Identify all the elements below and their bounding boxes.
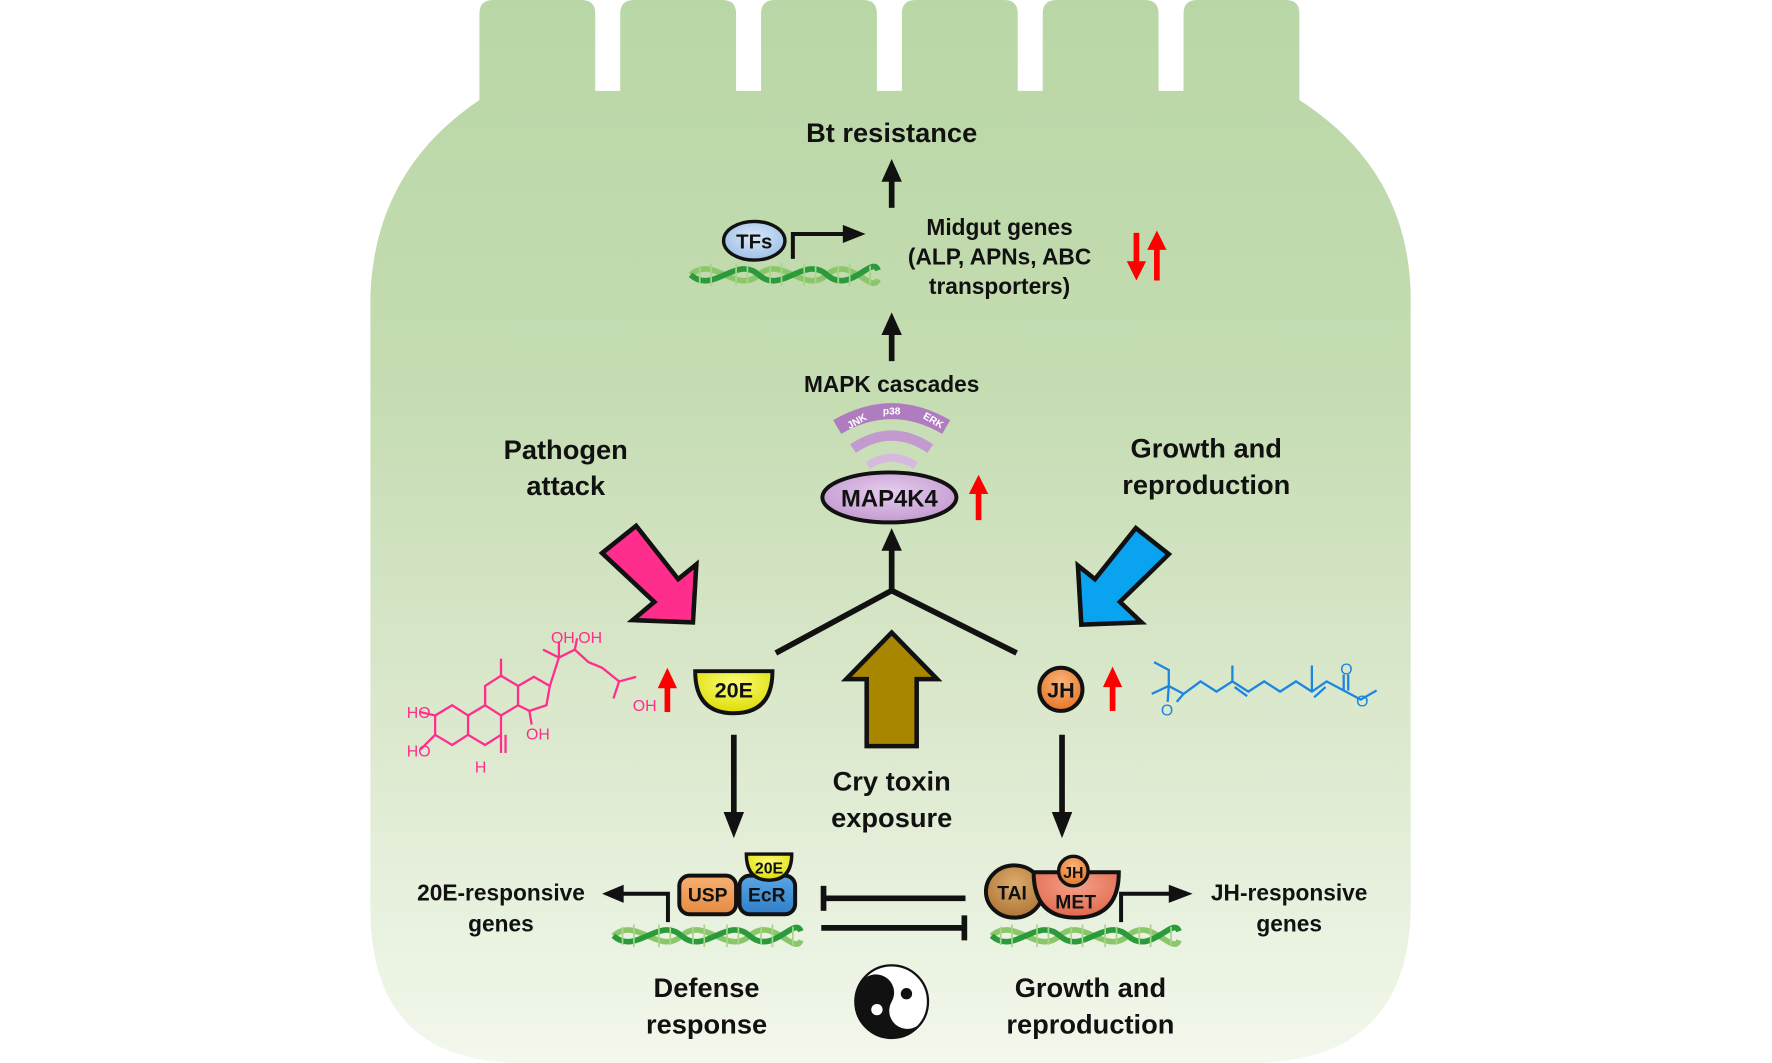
svg-text:O: O [1161, 702, 1173, 719]
transcription-arrow [790, 231, 847, 259]
svg-text:reproduction: reproduction [1006, 1008, 1174, 1039]
tfs-label: TFs [736, 231, 772, 254]
mapk-cascades-label: MAPK cascades [804, 371, 979, 397]
met-shape [1031, 870, 1121, 920]
growth-reproduction-top-label: Growth and reproduction [1122, 433, 1290, 500]
jh-responsive-genes-label: JH-responsive genes [1211, 880, 1367, 937]
tai-label: TAI [997, 883, 1027, 904]
jh-structure-labels: O O O [1161, 662, 1369, 720]
svg-text:O: O [1356, 693, 1368, 710]
svg-text:Growth and: Growth and [1015, 972, 1166, 1003]
jh-up-arrow [1102, 666, 1123, 711]
jh-structure [1151, 661, 1378, 703]
map4k4-node: MAP4K4 [820, 470, 959, 525]
ecr-label: EcR [748, 886, 786, 907]
svg-text:response: response [646, 1008, 767, 1039]
usp-ecr-complex: USP EcR 20E [677, 852, 798, 917]
arrow-jh-to-receptor [1051, 734, 1073, 839]
met-label: MET [1055, 893, 1096, 914]
kinase-p38: p38 [883, 407, 901, 418]
bound-20e-label: 20E [755, 860, 783, 877]
svg-text:O: O [1340, 662, 1352, 679]
midgut-genes-label: Midgut genes (ALP, APNs, ABC transporter… [908, 214, 1091, 299]
svg-text:OH: OH [578, 630, 602, 647]
hormone-20e: 20E [693, 669, 775, 716]
bound-jh-label: JH [1063, 865, 1083, 882]
defense-response-label: Defense response [646, 972, 767, 1039]
ecdysone-structure [419, 638, 637, 753]
svg-text:attack: attack [526, 470, 606, 501]
svg-text:transporters): transporters) [929, 273, 1070, 299]
tfs-dna-group: TFs [691, 219, 878, 286]
arrow-20e-to-receptor [723, 734, 745, 839]
yin-yang-icon [854, 964, 930, 1040]
growth-arrow [1075, 524, 1173, 627]
svg-text:exposure: exposure [831, 802, 952, 833]
cry-toxin-label: Cry toxin exposure [831, 765, 952, 832]
svg-text:HO: HO [407, 743, 431, 760]
svg-text:OH: OH [633, 698, 657, 715]
svg-text:H: H [475, 759, 486, 776]
hormone-jh-label: JH [1047, 677, 1075, 702]
usp-box [677, 873, 739, 917]
tai-met-complex: TAI MET JH [983, 854, 1121, 920]
svg-text:20E-responsive: 20E-responsive [417, 880, 585, 906]
20e-up-arrow [657, 667, 678, 713]
mapk-outer-arc [833, 403, 951, 434]
svg-text:genes: genes [1256, 910, 1322, 936]
svg-text:OH: OH [551, 630, 575, 647]
mapk-signal-waves: JNK p38 ERK [833, 403, 951, 470]
svg-text:(ALP, APNs, ABC: (ALP, APNs, ABC [908, 244, 1091, 270]
arrow-to-jh-genes [1119, 884, 1193, 923]
map4k4-label: MAP4K4 [841, 486, 938, 513]
tfs-ellipse [721, 219, 787, 262]
svg-text:Midgut genes: Midgut genes [926, 214, 1072, 240]
mapk-middle-arc [850, 430, 934, 453]
svg-text:HO: HO [407, 705, 431, 722]
svg-text:JH-responsive: JH-responsive [1211, 880, 1367, 906]
svg-text:Growth and: Growth and [1131, 433, 1282, 464]
svg-text:Pathogen: Pathogen [504, 434, 628, 465]
ecdysone-labels: OH OH HO HO OH OH H [407, 630, 657, 776]
svg-text:genes: genes [468, 910, 534, 936]
svg-text:Cry toxin: Cry toxin [833, 765, 951, 796]
midgut-genes-down-up-arrows [1126, 230, 1167, 281]
svg-text:OH: OH [526, 726, 550, 743]
map4k4-up-arrow [968, 474, 989, 521]
arrow-to-20e-genes [602, 884, 670, 923]
mapk-inner-arc [865, 453, 918, 470]
pathogen-attack-label: Pathogen attack [504, 434, 628, 501]
bt-resistance-label: Bt resistance [806, 117, 977, 148]
arrow-mapk-to-genes [881, 312, 902, 362]
svg-text:Defense: Defense [654, 972, 760, 1003]
svg-text:reproduction: reproduction [1122, 469, 1290, 500]
usp-label: USP [688, 886, 728, 907]
inhibition-jh-to-20e [820, 885, 966, 911]
convergence-lines [774, 528, 1018, 656]
pathogen-arrow [598, 522, 699, 625]
arrow-to-bt-resistance [881, 158, 902, 208]
inhibition-20e-to-jh [821, 915, 968, 941]
hormone-jh: JH [1037, 665, 1085, 713]
growth-reproduction-bottom-label: Growth and reproduction [1006, 972, 1174, 1039]
cry-toxin-arrow [840, 629, 943, 749]
20e-responsive-genes-label: 20E-responsive genes [417, 880, 585, 937]
hormone-20e-label: 20E [715, 677, 753, 702]
